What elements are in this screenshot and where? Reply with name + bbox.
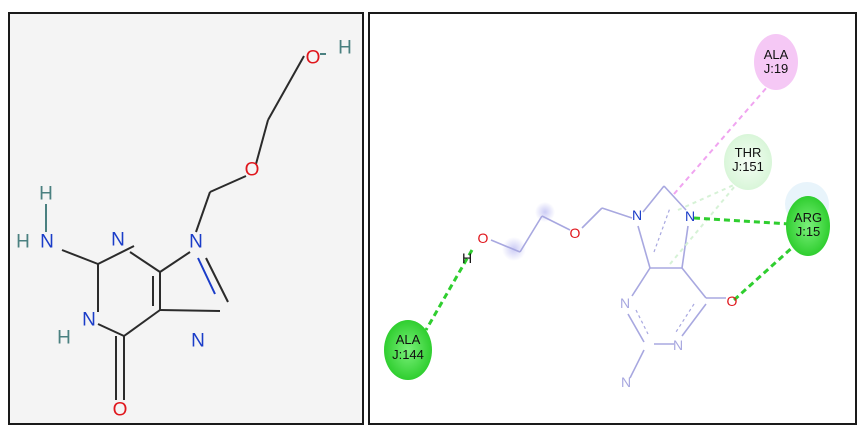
interaction-diagram: H O O N N O N N N ALA J:19 THR J:151 ARG… [384,34,830,390]
residue-name: ARG [794,210,822,225]
bond [129,251,161,273]
atom-hydrogen: H [16,232,30,253]
hbond-line [693,216,791,226]
carbon-hbond-line [677,183,737,211]
atom-hydrogen: H [39,184,53,205]
residue-name: THR [735,145,762,160]
bond [642,185,665,213]
bond [97,245,135,265]
residue-thr-151: THR J:151 [724,134,772,190]
bond [519,215,543,253]
bond [653,207,671,253]
bond [631,267,651,297]
bond [601,207,633,219]
bond [681,267,707,299]
structure-diagram: H O O N N N N H N H H O [16,38,352,421]
bond [97,323,125,337]
residue-ala-19: ALA J:19 [754,34,798,90]
atom-nitrogen: N [632,207,642,223]
atom-hydrogen: H [338,38,352,59]
atom-oxygen: O [478,230,489,246]
bond [627,313,645,343]
structure-panel: H O O N N N N H N H H O [8,12,364,425]
ligand-skeleton [490,185,726,379]
atom-nitrogen: N [191,331,205,352]
atom-oxygen: O [245,160,260,181]
bond [255,119,269,165]
bond [197,257,216,295]
atom-nitrogen: N [621,374,631,390]
residue-bubble [786,196,830,256]
atom-nitrogen: N [82,310,96,331]
hbond-line [732,244,796,302]
aromatic-ring [635,207,695,335]
bond [159,309,221,312]
residue-id: J:15 [796,224,821,239]
atom-oxygen: O [306,48,321,69]
bond [629,349,645,379]
bond [681,303,707,337]
bond [490,239,521,253]
residue-bubble [724,134,772,190]
residue-id: J:144 [392,347,424,362]
atom-nitrogen: N [673,337,683,353]
bond [581,207,603,229]
bond [675,303,695,333]
bond [123,309,161,337]
residue-bubble [384,320,432,380]
atom-nitrogen: N [620,295,630,311]
hetero-bonds [197,53,326,295]
bond [637,225,651,269]
atom-oxygen: O [113,400,128,421]
carbon-bonds [61,55,305,400]
atom-nitrogen: N [189,232,203,253]
residue-name: ALA [764,47,789,62]
carbon-hbond-line [669,179,741,265]
bond [159,251,191,273]
interaction-panel: H O O N N O N N N ALA J:19 THR J:151 ARG… [368,12,857,425]
atom-hydrogen: H [57,328,71,349]
bond [681,225,689,269]
bond [195,191,211,233]
residue-name: ALA [396,332,421,347]
solvent-halo [535,202,555,222]
atom-hydrogen: H [462,250,472,266]
bond [267,55,305,121]
residue-id: J:151 [732,159,764,174]
residue-ala-144: ALA J:144 [384,320,432,380]
bond [209,175,247,193]
residue-arg-15: ARG J:15 [786,196,830,256]
atom-nitrogen: N [685,208,695,224]
bond [663,185,687,211]
atom-nitrogen: N [40,232,54,253]
bond [61,249,99,265]
bond [635,309,649,335]
residue-id: J:19 [764,61,789,76]
atom-oxygen: O [570,225,581,241]
atom-nitrogen: N [111,230,125,251]
bond [541,215,571,231]
atom-oxygen: O [727,293,738,309]
bond [205,257,229,303]
residue-bubble [754,34,798,90]
pi-interaction-line [673,85,769,195]
hbond-line [424,249,474,331]
